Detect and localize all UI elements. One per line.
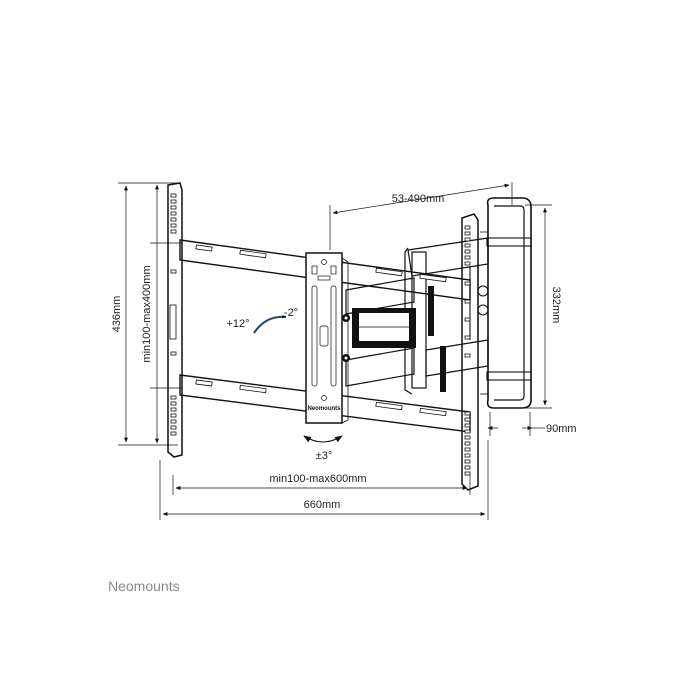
tilt-indicator: [253, 314, 287, 334]
brand-name: Neomounts: [108, 578, 180, 594]
articulating-arm: [345, 237, 489, 395]
left-vertical-rail: [167, 182, 183, 458]
label-tilt-up: +12°: [226, 318, 249, 330]
right-vertical-rail: [461, 213, 479, 491]
center-mounting-plate: Neomounts: [305, 252, 350, 424]
label-width-total: 660mm: [304, 499, 341, 511]
dimension-vesa-horizontal: [172, 475, 471, 495]
label-vesa-vertical: min100-max400mm: [141, 265, 153, 362]
label-tilt-down: -2°: [284, 307, 298, 319]
rotation-indicator: [303, 435, 343, 443]
wall-plate: [480, 197, 532, 409]
dimension-depth: [487, 412, 545, 436]
horizontal-bar-bottom: [179, 374, 471, 433]
dimension-width-660: [159, 440, 489, 520]
label-height-total: 436mm: [111, 296, 123, 333]
label-arm-height: 332mm: [550, 287, 562, 324]
dimension-reach: [329, 182, 513, 250]
label-vesa-horizontal: min100-max600mm: [269, 473, 366, 485]
dimension-vesa-vertical: [150, 184, 182, 444]
dimension-arm-height: [525, 204, 552, 409]
label-reach: 53-490mm: [392, 193, 445, 205]
label-depth: 90mm: [546, 423, 577, 435]
label-rotate: ±3°: [316, 450, 333, 462]
plate-stamp-text: Neomounts: [308, 406, 342, 412]
